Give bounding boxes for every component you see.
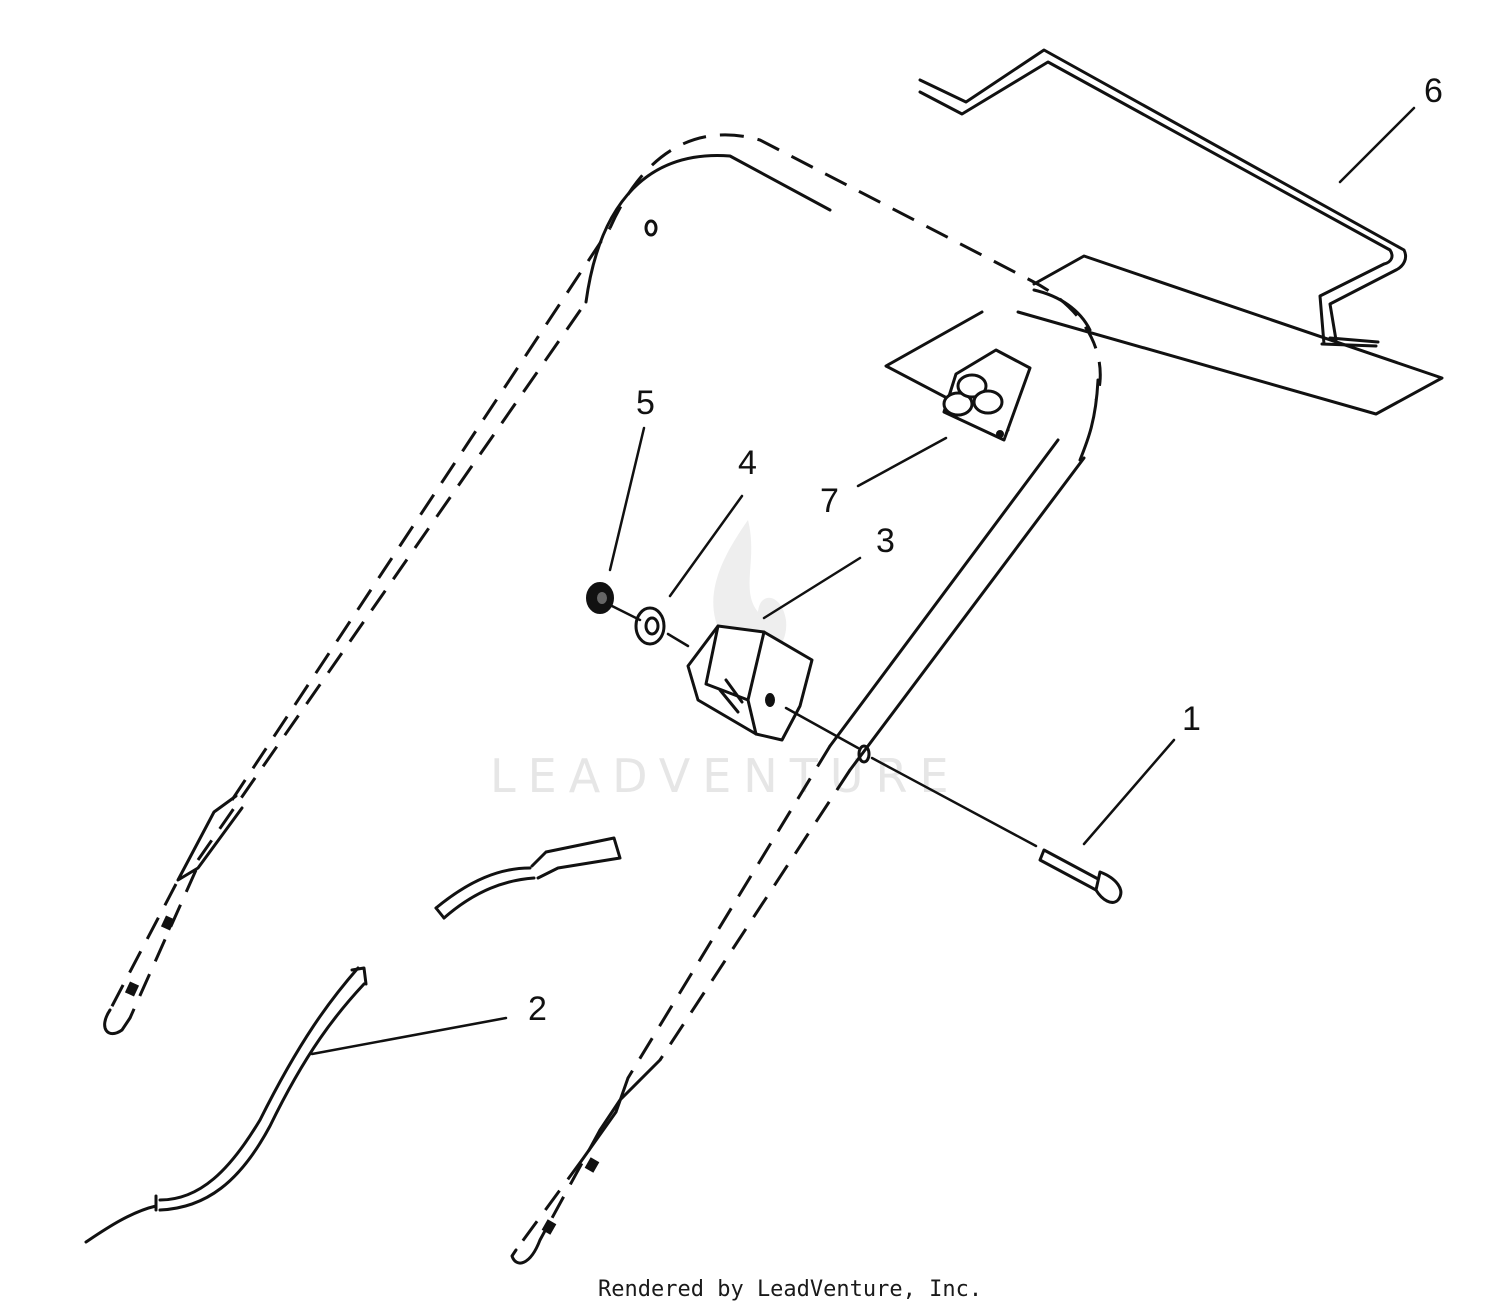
- footer-credit: Rendered by LeadVenture, Inc.: [598, 1277, 982, 1302]
- cable-end: [434, 836, 622, 920]
- leader-4: [668, 494, 744, 598]
- part-4-washer: [634, 606, 666, 646]
- part-7-bracket: [942, 348, 1032, 442]
- part-1-bolt: [1038, 848, 1123, 904]
- callout-1: 1: [1182, 700, 1201, 738]
- lower-handle-left: [103, 227, 612, 1036]
- upper-handle: [584, 133, 1102, 462]
- callout-7: 7: [820, 482, 839, 520]
- leader-7: [856, 436, 948, 488]
- leader-6: [1338, 106, 1416, 184]
- part-3-block: [686, 624, 814, 742]
- callout-5: 5: [636, 384, 655, 422]
- leader-lines: [310, 106, 1416, 1056]
- callout-3: 3: [876, 522, 895, 560]
- leader-1: [1082, 738, 1176, 846]
- part-6-control-bar: [884, 48, 1444, 432]
- leader-2: [310, 1016, 508, 1056]
- callout-2: 2: [528, 990, 547, 1028]
- part-5-nut: [586, 582, 614, 614]
- leader-3: [762, 556, 862, 620]
- callout-4: 4: [738, 444, 757, 482]
- part-2-cable-tube: [84, 966, 368, 1244]
- assembly-axis-line: [610, 604, 1038, 848]
- watermark-logo: [713, 520, 787, 659]
- watermark-text: LEADVENTURE: [490, 749, 961, 803]
- leader-5: [608, 426, 646, 572]
- lower-handle-right: [510, 438, 1086, 1265]
- callout-6: 6: [1424, 72, 1443, 110]
